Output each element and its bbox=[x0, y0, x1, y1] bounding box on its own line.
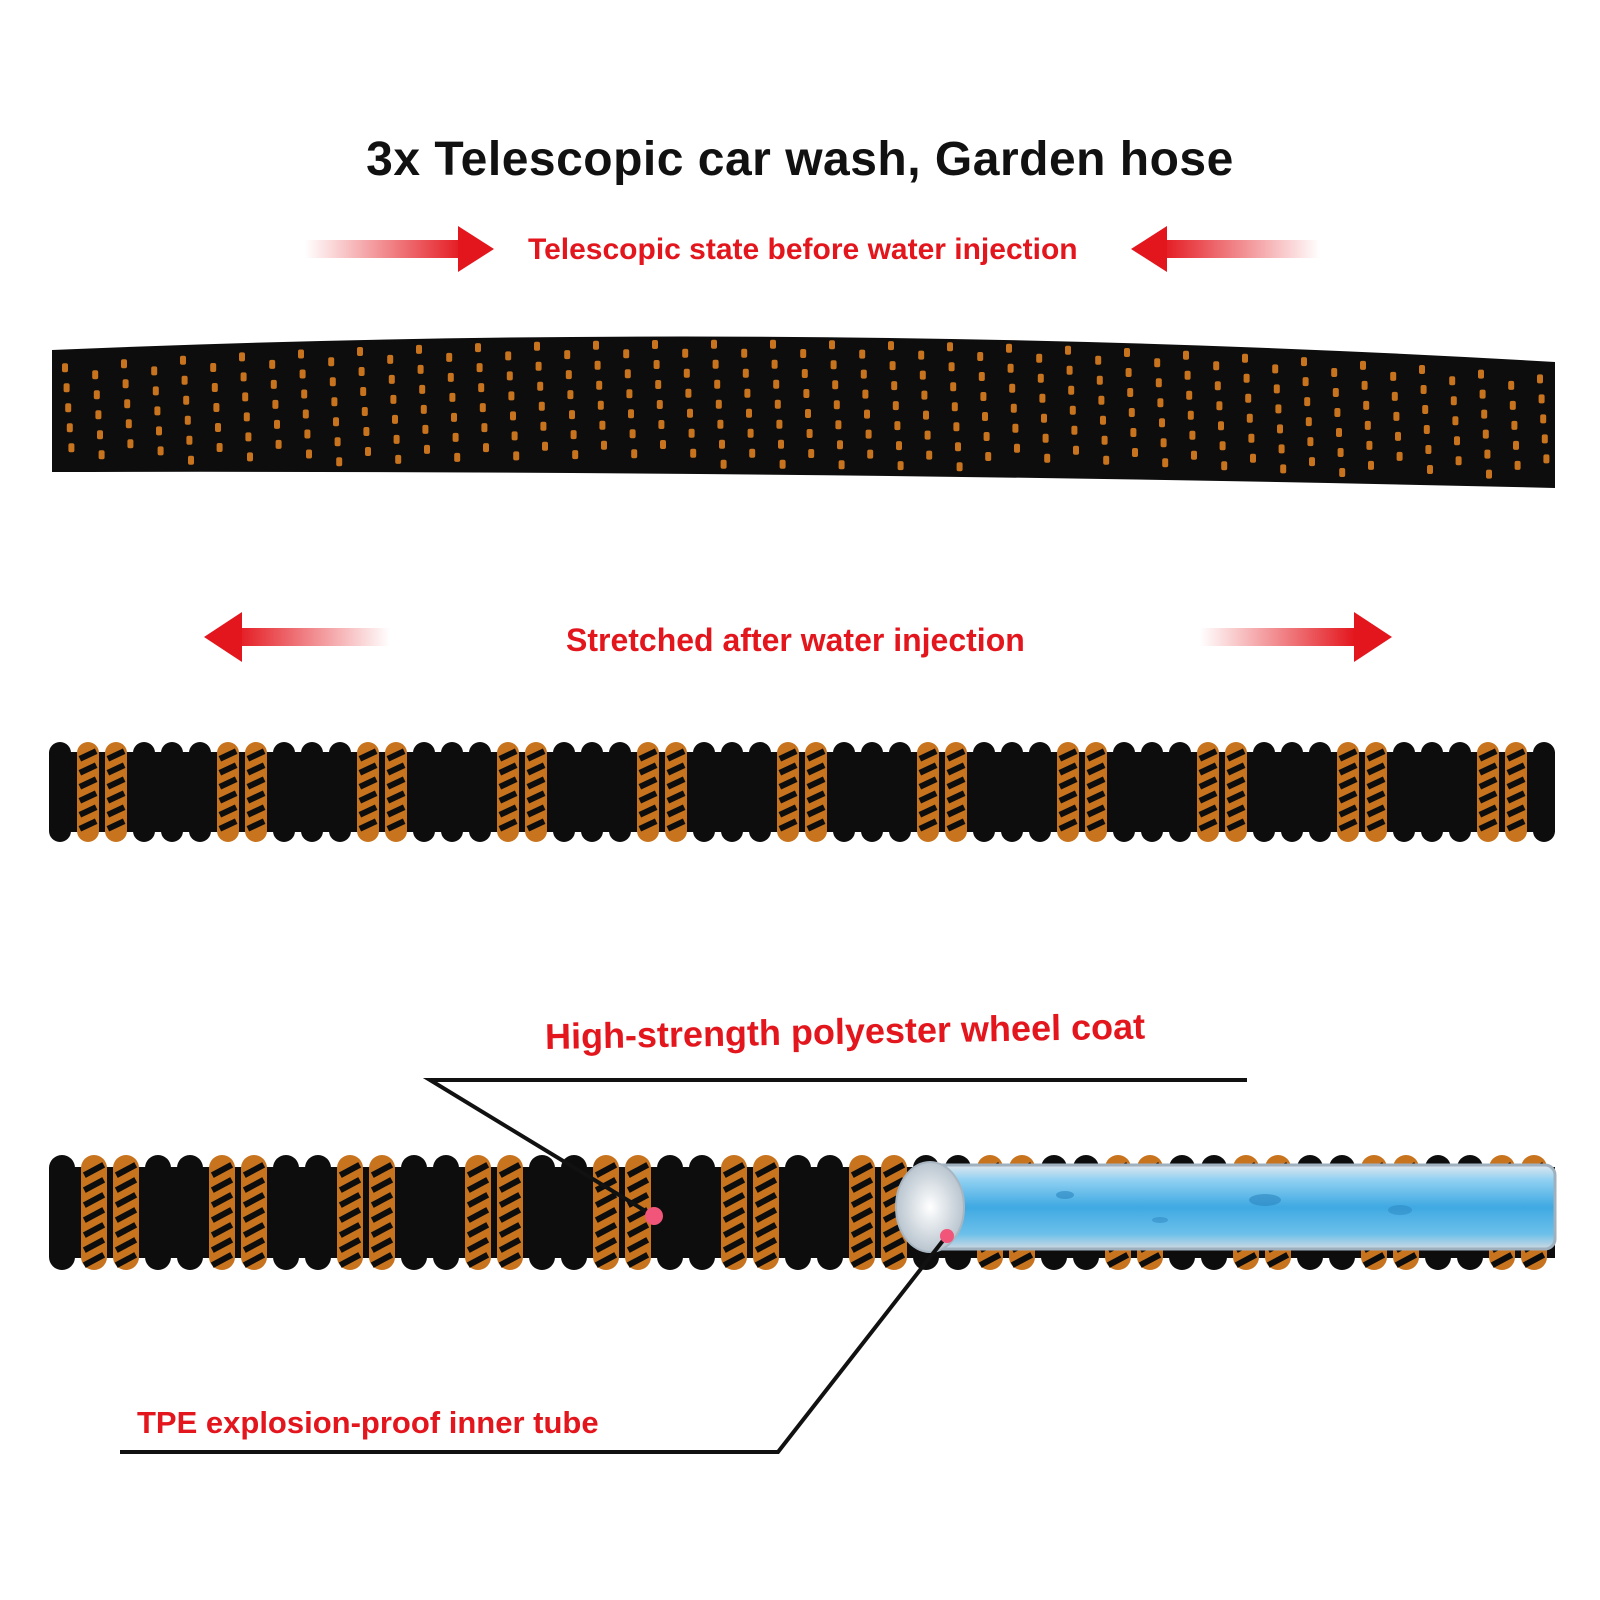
compressed-hose bbox=[52, 336, 1555, 488]
label-before-water: Telescopic state before water injection bbox=[528, 233, 1078, 266]
arrow-left-icon bbox=[1131, 226, 1320, 272]
arrow-right-icon bbox=[305, 226, 494, 272]
tube-callout-line bbox=[120, 1229, 954, 1454]
arrow-right-icon bbox=[1200, 612, 1392, 662]
stretched-hose bbox=[49, 742, 1555, 842]
inner-tube bbox=[895, 1161, 1557, 1253]
label-after-water: Stretched after water injection bbox=[566, 622, 1025, 658]
page-title: 3x Telescopic car wash, Garden hose bbox=[366, 133, 1234, 186]
label-inner-tube: TPE explosion-proof inner tube bbox=[137, 1405, 599, 1440]
coat-callout-line bbox=[422, 1078, 1247, 1225]
arrow-left-icon bbox=[204, 612, 390, 662]
